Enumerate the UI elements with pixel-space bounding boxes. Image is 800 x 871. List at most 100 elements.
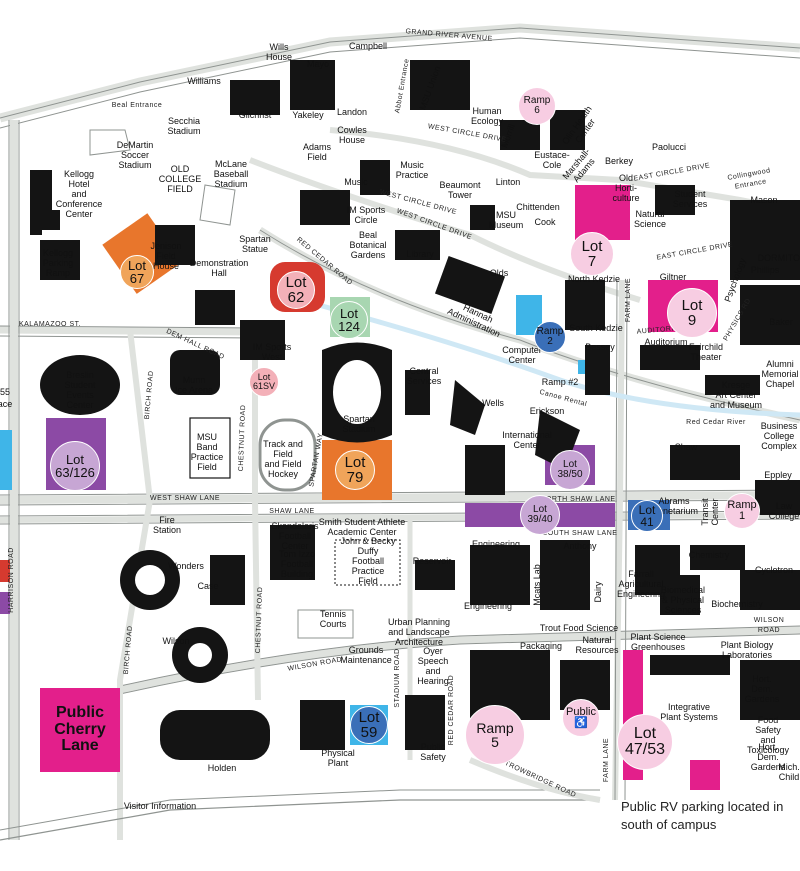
parking-lot-79[interactable]: Lot 79: [335, 450, 375, 490]
road-label-wilson-road-2: WILSON ROAD: [753, 617, 785, 634]
label-phillips: Phillips: [750, 265, 780, 275]
label-auditorium: Auditorium: [644, 337, 688, 347]
label-plant-biology: Plant Biology Laboratories: [720, 640, 774, 660]
label-human-ecology: Human Ecology: [470, 106, 504, 126]
label-berkey: Berkey: [604, 156, 634, 166]
label-cyclotron: Cyclotron: [754, 565, 794, 575]
parking-ramp-1[interactable]: Ramp 1: [724, 493, 760, 529]
parking-ramp-6[interactable]: Ramp 6: [518, 87, 556, 125]
road-label-stadium-road: STADIUM ROAD: [394, 648, 401, 708]
parking-lot-67[interactable]: Lot 67: [120, 255, 154, 289]
chestnut-road: [252, 360, 261, 701]
label-music: Music: [344, 177, 368, 187]
label-transit-center: Transit Center: [700, 498, 720, 526]
label-breslin-center: Breslin Student Events Center: [64, 370, 96, 410]
label-food-safety: Food Safety and Toxicology: [746, 715, 790, 755]
label-beal-gardens: Beal Botanical Gardens: [349, 230, 387, 260]
label-alumni-chapel: Alumni Memorial Chapel: [761, 359, 799, 389]
label-wilson: Wilson: [162, 636, 190, 646]
label-hort-gardens-2: Hort. Dem. Gardens: [750, 742, 786, 772]
west-shaw-road: [0, 491, 800, 504]
lot-53-area: [690, 760, 720, 790]
label-spartan-statue: Spartan Statue: [239, 234, 271, 254]
label-tennis-courts: Tennis Courts: [319, 609, 347, 629]
farm-lane: [612, 279, 625, 801]
label-msu-band-field: MSU Band Practice Field: [190, 432, 224, 472]
label-south-kedzie: South Kedzie: [569, 323, 623, 333]
label-mclane-stadium: McLane Baseball Stadium: [213, 159, 249, 189]
label-mayo: Mayo: [306, 59, 330, 69]
buildings: [30, 60, 800, 760]
parking-lot-47-53[interactable]: Lot 47/53: [617, 714, 673, 770]
label-biochemistry: Biochemistry: [711, 599, 763, 609]
label-plant-science: Plant Science Greenhouses: [630, 632, 686, 652]
parking-lot-38-50[interactable]: Lot 38/50: [550, 450, 590, 490]
label-gilchrist: Gilchrist: [238, 110, 272, 120]
label-williams: Williams: [187, 76, 221, 86]
road-label-south-shaw-lane: SOUTH SHAW LANE: [542, 530, 618, 537]
label-eppley: Eppley: [764, 470, 792, 480]
parking-lot-39-40[interactable]: Lot 39/40: [520, 495, 560, 535]
label-kresge-art: Kresge Art Center and Museum: [709, 380, 763, 410]
label-packaging: Packaging: [519, 641, 563, 651]
label-chittenden: Chittenden: [516, 202, 560, 212]
label-cowles-house: Cowles House: [337, 125, 367, 145]
label-bessey: Bessey: [585, 342, 615, 352]
label-engineering-2: Engineering: [463, 601, 513, 611]
edge-blue-lot: [0, 430, 12, 490]
label-demartin-soccer: DeMartin Soccer Stadium: [116, 140, 154, 170]
parking-lot-61sv[interactable]: Lot 61SV: [249, 367, 279, 397]
road-label-red-cedar-road-2: RED CEDAR ROAD: [448, 674, 455, 746]
parking-ramp-5[interactable]: Ramp 5: [465, 705, 525, 765]
label-dormitory: DORMITORY: [757, 253, 800, 263]
road-label-beal-entrance: Beal Entrance: [111, 102, 163, 109]
parking-lot-41[interactable]: Lot 41: [631, 500, 663, 532]
label-reservoir: Reservoir: [412, 556, 452, 566]
lot-7-area: [575, 185, 630, 240]
label-eustace-cole: Eustace- Cole: [534, 150, 570, 170]
label-old-horticulture: Old Horti- culture: [612, 173, 640, 203]
label-visitor-information: Visitor Information: [123, 801, 197, 811]
label-edge-55: 55: [0, 387, 11, 397]
parking-public-accessible[interactable]: Public ♿: [562, 699, 600, 737]
label-north-kedzie: North Kedzie: [567, 274, 621, 284]
label-im-sports-circle: IM Sports Circle: [346, 205, 386, 225]
road-label-west-shaw-lane: WEST SHAW LANE: [149, 495, 221, 502]
label-childrens: Mich. Child: [778, 762, 800, 782]
label-case: Case: [197, 581, 219, 591]
label-public-safety: Public Safety: [420, 742, 446, 762]
parking-lot-124[interactable]: Lot 124: [330, 301, 368, 339]
label-fire-station: Fire Station: [152, 515, 182, 535]
label-biomedical-sciences: Biomedical & Physical Sciences: [660, 585, 706, 615]
label-physical-plant: Physical Plant: [321, 748, 355, 768]
parking-lot-59[interactable]: Lot 59: [350, 706, 388, 744]
label-giltner: Giltner: [659, 272, 687, 282]
wilson-road: [119, 626, 800, 694]
label-cook: Cook: [534, 217, 556, 227]
parking-lot-62[interactable]: Lot 62: [277, 271, 315, 309]
label-urban-planning: Urban Planning and Landscape Architectur…: [387, 617, 451, 647]
label-yakeley: Yakeley: [292, 110, 324, 120]
label-abrams-planetarium: Abrams Planetarium: [649, 496, 699, 516]
label-holden: Holden: [207, 763, 237, 773]
label-business-complex: Business College Complex: [760, 421, 798, 451]
label-international-center: International Center: [502, 430, 552, 450]
label-hort-gardens-1: Hort. Dem. Gardens: [744, 674, 780, 704]
parking-ramp-2[interactable]: Ramp 2: [534, 321, 566, 353]
label-mcats-lab: Mcats Lab: [532, 564, 542, 606]
parking-lot-63-126[interactable]: Lot 63/126: [50, 441, 100, 491]
label-tom-izzo: Tom Izzo Football Building: [278, 549, 316, 579]
label-secchia-stadium: Secchia Stadium: [167, 116, 201, 136]
road-label-farm-lane-2: FARM LANE: [603, 737, 610, 783]
label-computer-center: Computer Center: [502, 345, 542, 365]
road-label-red-cedar-river: Red Cedar River: [686, 419, 746, 426]
parking-lot-9[interactable]: Lot 9: [667, 288, 717, 338]
parking-public-cherry-lane[interactable]: Public Cherry Lane: [40, 688, 120, 772]
label-ramp-2-label: Ramp #2: [541, 377, 579, 387]
label-engineering-1: Engineering: [471, 539, 521, 549]
parking-lot-7[interactable]: Lot 7: [570, 232, 614, 276]
label-paolucci: Paolucci: [651, 142, 687, 152]
label-natural-resources: Natural Resources: [575, 635, 619, 655]
label-spartan-stadium: Spartan Stadium: [342, 414, 376, 434]
